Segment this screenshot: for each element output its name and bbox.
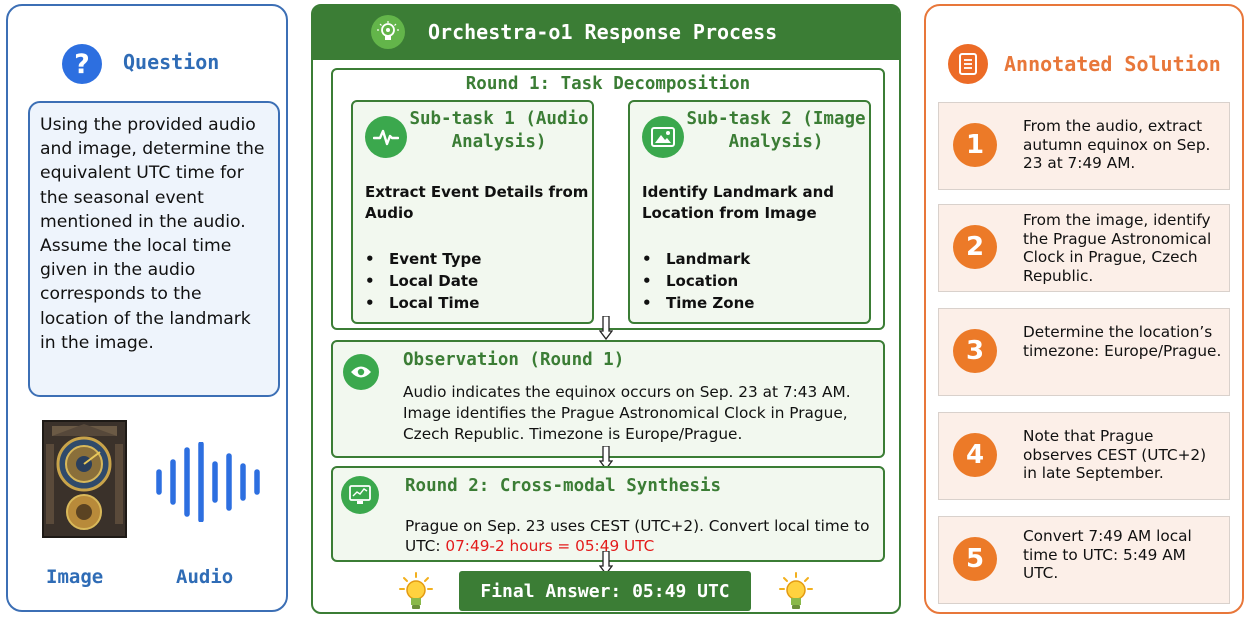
- eye-icon: [343, 354, 379, 390]
- arrow-down-icon: [599, 316, 613, 340]
- step-number: 5: [953, 537, 997, 581]
- solution-step-1: 1 From the audio, extract autumn equinox…: [938, 102, 1230, 190]
- subtask-1-list: Event Type Local Date Local Time: [365, 248, 481, 314]
- round2-box: Round 2: Cross-modal Synthesis Prague on…: [331, 466, 885, 562]
- round2-calculation: 07:49-2 hours = 05:49 UTC: [445, 537, 655, 555]
- question-panel: ? Question Using the provided audio and …: [6, 4, 288, 612]
- solution-title: Annotated Solution: [1004, 52, 1221, 76]
- image-label: Image: [46, 566, 104, 588]
- list-item: Event Type: [365, 248, 481, 270]
- astronomical-clock-image: [42, 420, 127, 538]
- step-number: 3: [953, 329, 997, 373]
- subtask-2-list: Landmark Location Time Zone: [642, 248, 754, 314]
- lightbulb-icon: [779, 572, 813, 609]
- list-item: Location: [642, 270, 754, 292]
- arrow-down-icon: [599, 446, 613, 470]
- list-item: Local Time: [365, 292, 481, 314]
- step-text: From the image, identify the Prague Astr…: [1023, 211, 1212, 285]
- image-icon: [642, 116, 684, 158]
- audio-label: Audio: [176, 566, 234, 588]
- step-text: Determine the location’s timezone: Europ…: [1023, 323, 1222, 360]
- observation-title: Observation (Round 1): [403, 350, 625, 370]
- annotated-solution-panel: Annotated Solution 1 From the audio, ext…: [924, 4, 1244, 614]
- observation-text: Audio indicates the equinox occurs on Se…: [403, 383, 851, 443]
- audio-pulse-icon: [365, 116, 407, 158]
- round2-text: Prague on Sep. 23 uses CEST (UTC+2). Con…: [405, 516, 875, 556]
- question-icon: ?: [62, 44, 102, 84]
- step-number: 2: [953, 225, 997, 269]
- round2-title: Round 2: Cross-modal Synthesis: [405, 476, 722, 496]
- final-answer: Final Answer: 05:49 UTC: [459, 571, 751, 611]
- step-text: Convert 7:49 AM local time to UTC: 5:49 …: [1023, 527, 1192, 582]
- solution-step-4: 4 Note that Prague observes CEST (UTC+2)…: [938, 412, 1230, 500]
- lightbulb-gear-icon: [371, 15, 405, 49]
- document-list-icon: [948, 44, 988, 84]
- round1-title: Round 1: Task Decomposition: [465, 74, 751, 94]
- arrow-down-icon: [599, 551, 613, 575]
- solution-step-5: 5 Convert 7:49 AM local time to UTC: 5:4…: [938, 516, 1230, 604]
- solution-step-3: 3 Determine the location’s timezone: Eur…: [938, 308, 1230, 396]
- process-title: Orchestra-o1 Response Process: [428, 20, 778, 44]
- step-text: Note that Prague observes CEST (UTC+2) i…: [1023, 427, 1207, 482]
- step-number: 4: [953, 433, 997, 477]
- process-header: Orchestra-o1 Response Process: [313, 6, 899, 60]
- question-title: Question: [123, 50, 220, 74]
- subtask-1-heading: Sub-task 1 (Audio Analysis): [409, 109, 589, 152]
- audio-waveform-icon: [156, 442, 260, 522]
- solution-step-2: 2 From the image, identify the Prague As…: [938, 204, 1230, 292]
- list-item: Landmark: [642, 248, 754, 270]
- list-item: Time Zone: [642, 292, 754, 314]
- step-text: From the audio, extract autumn equinox o…: [1023, 117, 1211, 172]
- subtask-2-description: Identify Landmark and Location from Imag…: [642, 183, 834, 222]
- subtask-1-card: Sub-task 1 (Audio Analysis) Extract Even…: [351, 100, 594, 324]
- subtask-2-card: Sub-task 2 (Image Analysis) Identify Lan…: [628, 100, 871, 324]
- response-process-panel: Orchestra-o1 Response Process Round 1: T…: [311, 4, 901, 614]
- round1-box: Round 1: Task Decomposition Sub-task 1 (…: [331, 68, 885, 330]
- monitor-chart-icon: [341, 476, 379, 514]
- round2-text-body: Prague on Sep. 23 uses CEST (UTC+2). Con…: [405, 517, 870, 555]
- subtask-1-description: Extract Event Details from Audio: [365, 183, 589, 222]
- lightbulb-icon: [399, 572, 433, 609]
- observation-box: Observation (Round 1) Audio indicates th…: [331, 340, 885, 458]
- list-item: Local Date: [365, 270, 481, 292]
- step-number: 1: [953, 123, 997, 167]
- question-text: Using the provided audio and image, dete…: [28, 101, 280, 397]
- subtask-2-heading: Sub-task 2 (Image Analysis): [686, 109, 866, 152]
